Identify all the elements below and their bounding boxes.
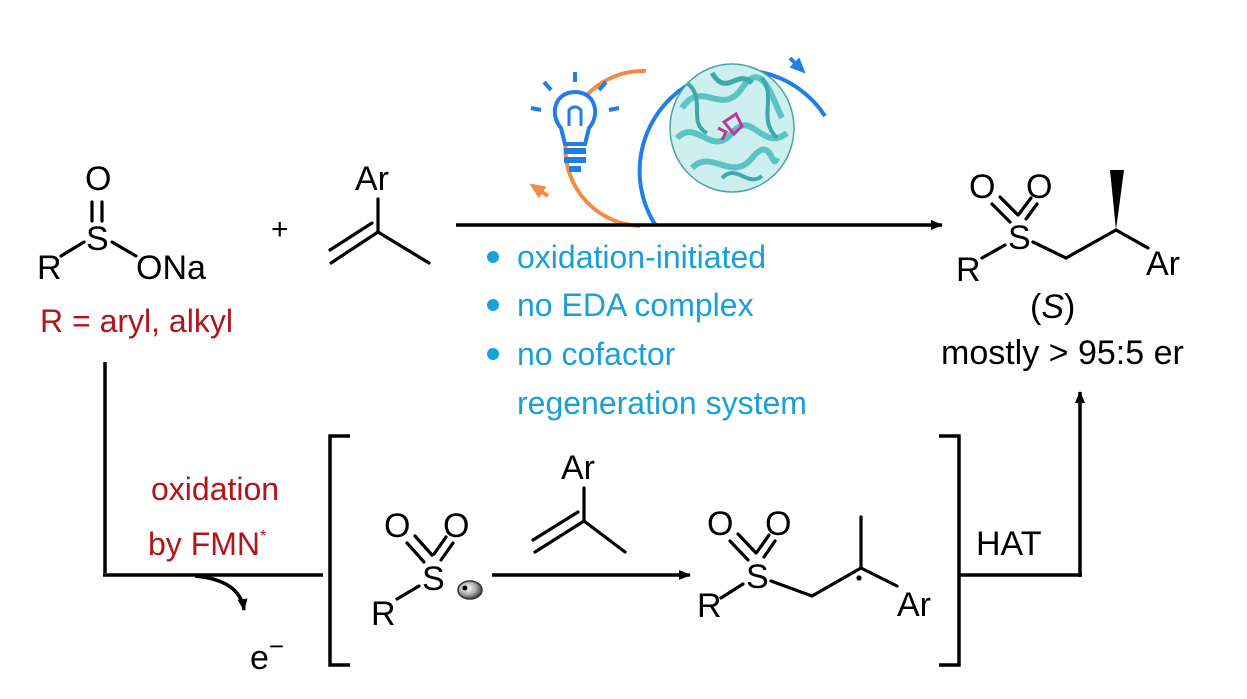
- atom-o-left: O: [707, 505, 733, 543]
- sulfonyl-radical: O O S R: [371, 507, 483, 633]
- radical-intermediate: O O S R Ar: [697, 505, 931, 625]
- atom-r: R: [956, 251, 981, 289]
- atom-s: S: [86, 220, 109, 258]
- radical-dot-icon: [856, 575, 862, 581]
- atom-o: O: [85, 160, 111, 198]
- electron-label: e−: [250, 631, 284, 677]
- atom-o-right: O: [443, 507, 469, 545]
- condition-3-line2: regeneration system: [517, 385, 807, 421]
- electron-release-arrow: [194, 574, 248, 611]
- condition-3-line1: no cofactor: [517, 336, 676, 372]
- atom-s: S: [422, 560, 445, 598]
- enzyme-structure-icon: [669, 63, 795, 193]
- left-bracket: [328, 434, 350, 667]
- condition-1: oxidation-initiated: [517, 239, 766, 275]
- atom-r: R: [697, 587, 722, 625]
- alkene-over-arrow: Ar: [531, 449, 627, 554]
- atom-ar: Ar: [355, 160, 389, 198]
- atom-o-left: O: [384, 507, 410, 545]
- sulfinate-reactant: O S R ONa: [37, 160, 206, 287]
- atom-ona: ONa: [136, 249, 206, 287]
- light-bulb-icon: [530, 72, 620, 172]
- photoenzyme-cycle: [529, 56, 827, 228]
- condition-2: no EDA complex: [517, 287, 754, 323]
- atom-ar: Ar: [1146, 245, 1180, 283]
- right-bracket: [939, 434, 961, 667]
- r-definition: R = aryl, alkyl: [40, 303, 233, 339]
- atom-ar: Ar: [561, 449, 595, 487]
- product-configuration: (S): [1030, 288, 1075, 326]
- plus-sign: +: [271, 213, 289, 246]
- atom-ar: Ar: [897, 586, 931, 624]
- atom-s: S: [746, 558, 769, 596]
- atom-s: S: [1008, 219, 1031, 257]
- alkene-reactant: Ar: [328, 160, 431, 265]
- enantioselectivity: mostly > 95:5 er: [941, 334, 1184, 372]
- sulfone-product: O O S R Ar: [956, 168, 1180, 289]
- conditions-list: oxidation-initiated no EDA complex no co…: [487, 239, 807, 421]
- radical-orbital-icon: [457, 580, 483, 600]
- atom-r: R: [371, 595, 396, 633]
- atom-o-left: O: [969, 168, 995, 206]
- atom-r: R: [37, 249, 62, 287]
- oxidation-agent-label: by FMN*: [148, 526, 266, 562]
- hat-label: HAT: [976, 525, 1041, 563]
- oxidation-label: oxidation: [151, 471, 279, 507]
